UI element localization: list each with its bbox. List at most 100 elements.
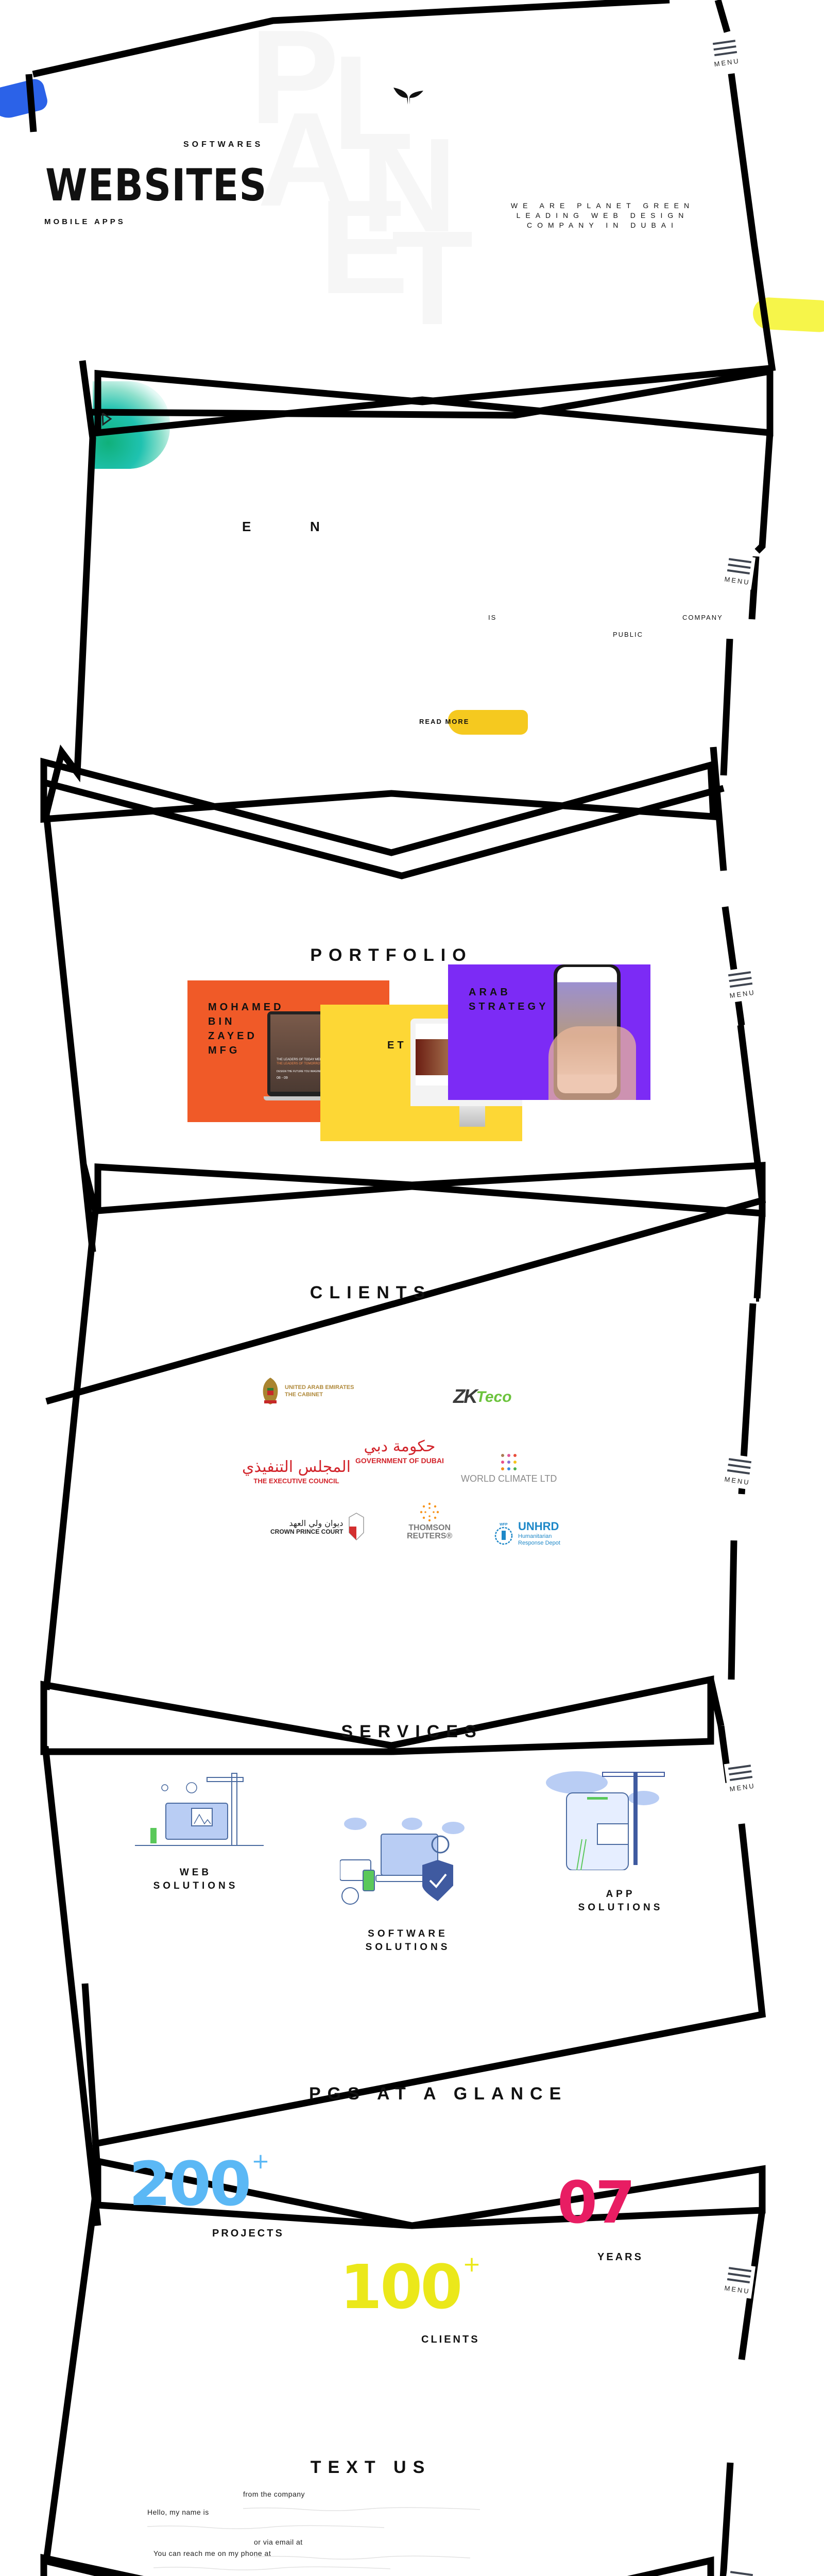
- uae-emblem-icon: [263, 1378, 278, 1404]
- section-title-text-us: TEXT US: [310, 2458, 432, 2477]
- company-input[interactable]: [243, 2504, 480, 2512]
- client-name: WORLD CLIMATE LTD: [461, 1473, 557, 1484]
- client-sub: REUTERS®: [407, 1532, 453, 1540]
- service-label: APP: [606, 1889, 636, 1900]
- bg-letter: N: [360, 111, 457, 260]
- menu-label: MENU: [724, 1475, 751, 1487]
- section-title-clients: CLIENTS: [310, 1283, 432, 1302]
- client-arabic: ديوان ولي العهد: [289, 1518, 344, 1528]
- tagline-line: COMPANY IN DUBAI: [526, 221, 679, 229]
- stat-suffix: +: [251, 2148, 269, 2174]
- section-title-services: SERVICES: [341, 1722, 483, 1741]
- sprout-icon: [393, 88, 423, 105]
- yellow-blob-decoration: [752, 296, 824, 333]
- menu-label: MENU: [713, 57, 741, 69]
- client-logo-unhrd: WFP UNHRD Humanitarian Response Depot: [493, 1520, 560, 1547]
- dots-grid-icon: [501, 1454, 517, 1470]
- app-solutions-illustration: [546, 1771, 665, 1870]
- service-web-solutions[interactable]: WEB SOLUTIONS: [134, 1866, 258, 1893]
- client-name: UNHRD: [518, 1520, 559, 1533]
- name-label: Hello, my name is: [147, 2508, 209, 2516]
- client-name: THOMSON: [408, 1523, 451, 1532]
- menu-button[interactable]: MENU: [721, 2262, 756, 2299]
- phone-input[interactable]: [153, 2563, 390, 2571]
- software-solutions-illustration: [340, 1818, 465, 1905]
- about-text-fragment: IS: [488, 614, 497, 621]
- screen-text: 08 - 09: [277, 1076, 288, 1080]
- menu-button[interactable]: MENU: [724, 1760, 759, 1797]
- hero-title: WEBSITES: [45, 160, 267, 211]
- about-text-fragment: COMPANY: [682, 614, 723, 621]
- screen-text: DESIGN THE FUTURE YOU IMAGINE: [277, 1070, 321, 1073]
- menu-button[interactable]: MENU: [708, 35, 743, 72]
- hand-graphic: [548, 1026, 636, 1100]
- name-field[interactable]: [147, 2522, 384, 2530]
- client-sub: THE CABINET: [285, 1392, 323, 1398]
- portfolio-card-title: ET: [387, 1040, 407, 1051]
- menu-button[interactable]: MENU: [724, 967, 759, 1003]
- hamburger-icon: [729, 2570, 753, 2576]
- menu-label: MENU: [729, 1782, 756, 1793]
- hamburger-icon: [727, 2266, 752, 2284]
- company-field[interactable]: [243, 2504, 480, 2512]
- yellow-blob-decoration: [448, 710, 528, 735]
- planet-green-logo[interactable]: [392, 87, 424, 105]
- service-label: SOFTWARE: [368, 1928, 448, 1939]
- hamburger-icon: [728, 970, 753, 989]
- service-label: SOLUTIONS: [578, 1902, 663, 1913]
- email-label: or via email at: [254, 2538, 303, 2546]
- service-label: WEB: [179, 1867, 212, 1878]
- play-button[interactable]: [101, 412, 112, 429]
- email-input[interactable]: [254, 2552, 470, 2561]
- menu-button[interactable]: MENU: [721, 553, 756, 590]
- menu-button[interactable]: MENU: [721, 1453, 756, 1490]
- client-name: CROWN PRINCE COURT: [270, 1528, 344, 1535]
- menu-label: MENU: [724, 575, 751, 587]
- reuters-dots-icon: [420, 1502, 439, 1522]
- blue-blob-decoration: [0, 77, 49, 122]
- hero-kicker-mobile-apps: MOBILE APPS: [44, 217, 126, 226]
- client-logo-thomson-reuters: THOMSON REUTERS®: [407, 1502, 452, 1541]
- play-icon: [101, 412, 112, 426]
- section-title-stats: PGS AT A GLANCE: [309, 2084, 568, 2104]
- stat-clients-value: 100+: [340, 2253, 481, 2318]
- service-label: SOLUTIONS: [153, 1880, 238, 1891]
- name-input[interactable]: [147, 2522, 384, 2530]
- menu-label: MENU: [724, 2284, 751, 2296]
- portfolio-card-arab-strategy[interactable]: ARAB STRATEGY: [448, 964, 650, 1100]
- client-name: UNITED ARAB EMIRATES: [285, 1384, 354, 1391]
- client-name: GOVERNMENT OF DUBAI: [355, 1456, 444, 1465]
- stat-value: 07: [557, 2170, 636, 2236]
- wfp-wreath-icon: WFP: [494, 1523, 513, 1545]
- client-arabic: حكومة دبي: [364, 1437, 436, 1455]
- tagline-line: WE ARE PLANET GREEN: [510, 201, 695, 210]
- hero-kicker-softwares: SOFTWARES: [183, 140, 264, 149]
- screen-text: THE LEADERS OF TOMORROW: [277, 1062, 323, 1065]
- about-heading-fragment: E: [242, 519, 251, 534]
- service-label: SOLUTIONS: [365, 1942, 451, 1953]
- section-title-portfolio: PORTFOLIO: [310, 945, 473, 965]
- hero-tagline: WE ARE PLANET GREEN LEADING WEB DESIGN C…: [494, 201, 711, 230]
- client-logo-world-climate: WORLD CLIMATE LTD: [461, 1453, 557, 1484]
- stat-projects-label: PROJECTS: [212, 2228, 284, 2239]
- stat-years-label: YEARS: [597, 2251, 643, 2263]
- hamburger-icon: [728, 1764, 753, 1782]
- client-logo-uae-cabinet: UNITED ARAB EMIRATES THE CABINET: [260, 1377, 354, 1405]
- web-solutions-illustration: [135, 1773, 264, 1846]
- falcon-emblem-icon: [349, 1513, 365, 1541]
- menu-button[interactable]: MENU: [723, 2566, 758, 2576]
- hamburger-icon: [713, 39, 737, 57]
- imac-stand: [459, 1106, 485, 1127]
- service-app-solutions[interactable]: APP SOLUTIONS: [559, 1888, 682, 1914]
- about-text-fragment: PUBLIC: [613, 631, 643, 638]
- service-software-solutions[interactable]: SOFTWARE SOLUTIONS: [346, 1927, 470, 1954]
- stat-value: 100: [340, 2251, 462, 2323]
- bg-letter: A: [258, 85, 354, 234]
- portfolio-card-title: ARAB STRATEGY: [469, 987, 549, 1012]
- svg-text:WFP: WFP: [500, 1523, 508, 1527]
- client-name: THE EXECUTIVE COUNCIL: [253, 1477, 339, 1485]
- client-sub: Humanitarian Response Depot: [518, 1533, 560, 1546]
- read-more-link[interactable]: READ MORE: [419, 718, 470, 725]
- screen-text: THE LEADERS OF TODAY MEET: [277, 1058, 324, 1061]
